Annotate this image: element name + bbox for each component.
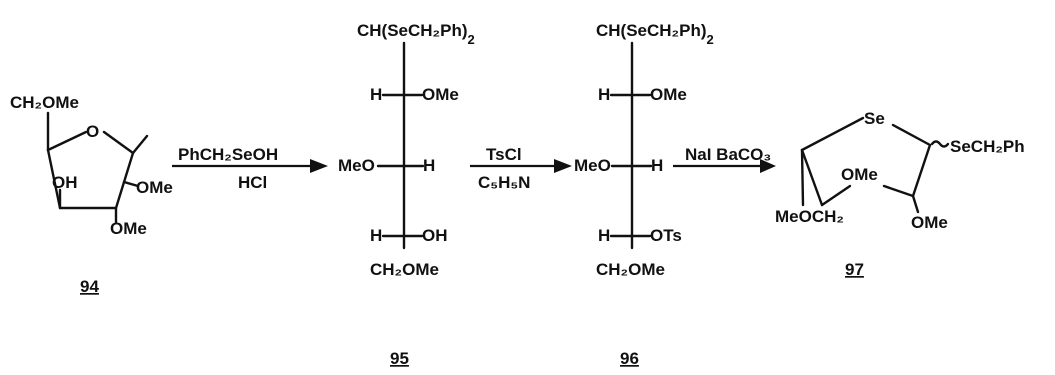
reaction-arrow-1: PhCH₂SeOH HCl [172, 145, 328, 192]
compound-95: CH(SeCH₂Ph)2 H OMe MeO H H OH CH₂OMe 95 [338, 21, 475, 368]
c94-ch2ome-label: CH₂OMe [10, 93, 79, 112]
c96-row1-left: H [598, 85, 610, 104]
c97-ring-bond-se-c1 [891, 123, 932, 147]
c95-row2-left: MeO [338, 156, 375, 175]
c96-bottom-group: CH₂OMe [596, 260, 665, 279]
reaction-arrow-3: NaI BaCO₃ [673, 145, 776, 173]
c97-wavy-bond [930, 140, 950, 148]
c96-row2-left: MeO [574, 156, 611, 175]
arrow-1-reagent-above: PhCH₂SeOH [178, 145, 278, 164]
c96-row1-right: OMe [650, 85, 687, 104]
c97-ring-bond-c3-ome [820, 184, 852, 207]
c97-ring-bond-c4-c3 [800, 148, 824, 207]
c94-ring-bond-c4-c3 [46, 148, 62, 210]
compound-97: Se OMe SeCH₂Ph OMe MeOCH₂ 97 [775, 109, 1025, 279]
c96-row2-right: H [651, 156, 663, 175]
c95-top-group: CH(SeCH₂Ph)2 [357, 21, 475, 47]
c97-ring-bond-c4-se [800, 116, 865, 152]
arrow-3-reagent-above: NaI BaCO₃ [685, 145, 771, 164]
compound-94: CH₂OMe O OH OMe OMe 94 [10, 93, 173, 296]
c96-row3-left: H [598, 226, 610, 245]
c95-row1-left: H [370, 85, 382, 104]
c97-sech2ph-label: SeCH₂Ph [950, 137, 1025, 156]
c97-ome-right: OMe [911, 213, 948, 232]
c97-ring-selenium: Se [864, 109, 885, 128]
c97-c4-ch2-bond [800, 148, 805, 207]
c95-row3-left: H [370, 226, 382, 245]
c94-ome-right: OMe [136, 178, 173, 197]
compound-number-96: 96 [620, 349, 639, 368]
c97-c2-ome-bond [911, 194, 920, 214]
c94-ring-bond-o-c1 [102, 130, 135, 155]
c95-row3-right: OH [422, 226, 448, 245]
reaction-arrow-2: TsCl C₅H₅N [470, 145, 572, 192]
c94-c2-ome-bond [122, 180, 140, 188]
arrow-2-reagent-above: TsCl [486, 145, 522, 164]
c94-c1-stub [131, 134, 149, 155]
c97-ome-inner: OMe [841, 165, 878, 184]
c95-row1-right: OMe [422, 85, 459, 104]
c94-ome-bottom: OMe [110, 219, 147, 238]
c95-bottom-group: CH₂OMe [370, 260, 439, 279]
compound-number-97: 97 [845, 260, 864, 279]
arrow-2-head [554, 159, 572, 173]
c97-ring-bond-ome-c2 [882, 184, 915, 198]
arrow-3-head [760, 159, 776, 173]
c96-top-group: CH(SeCH₂Ph)2 [596, 21, 714, 47]
arrow-1-reagent-below: HCl [238, 173, 267, 192]
c94-ring-bond-c4-o [46, 130, 88, 152]
c97-ring-bond-c1-c2 [911, 143, 932, 198]
c94-ring-oxygen: O [86, 122, 99, 141]
c94-ring-bond-c1-c2 [114, 151, 135, 210]
arrow-2-reagent-below: C₅H₅N [478, 173, 530, 192]
compound-96: CH(SeCH₂Ph)2 H OMe MeO H H OTs CH₂OMe 96 [574, 21, 714, 368]
c95-row2-right: H [423, 156, 435, 175]
compound-number-94: 94 [80, 277, 99, 296]
arrow-1-head [310, 159, 328, 173]
c94-oh-label: OH [52, 173, 78, 192]
c97-meoch2-label: MeOCH₂ [775, 207, 844, 226]
c96-row3-right: OTs [650, 226, 682, 245]
compound-number-95: 95 [390, 349, 409, 368]
